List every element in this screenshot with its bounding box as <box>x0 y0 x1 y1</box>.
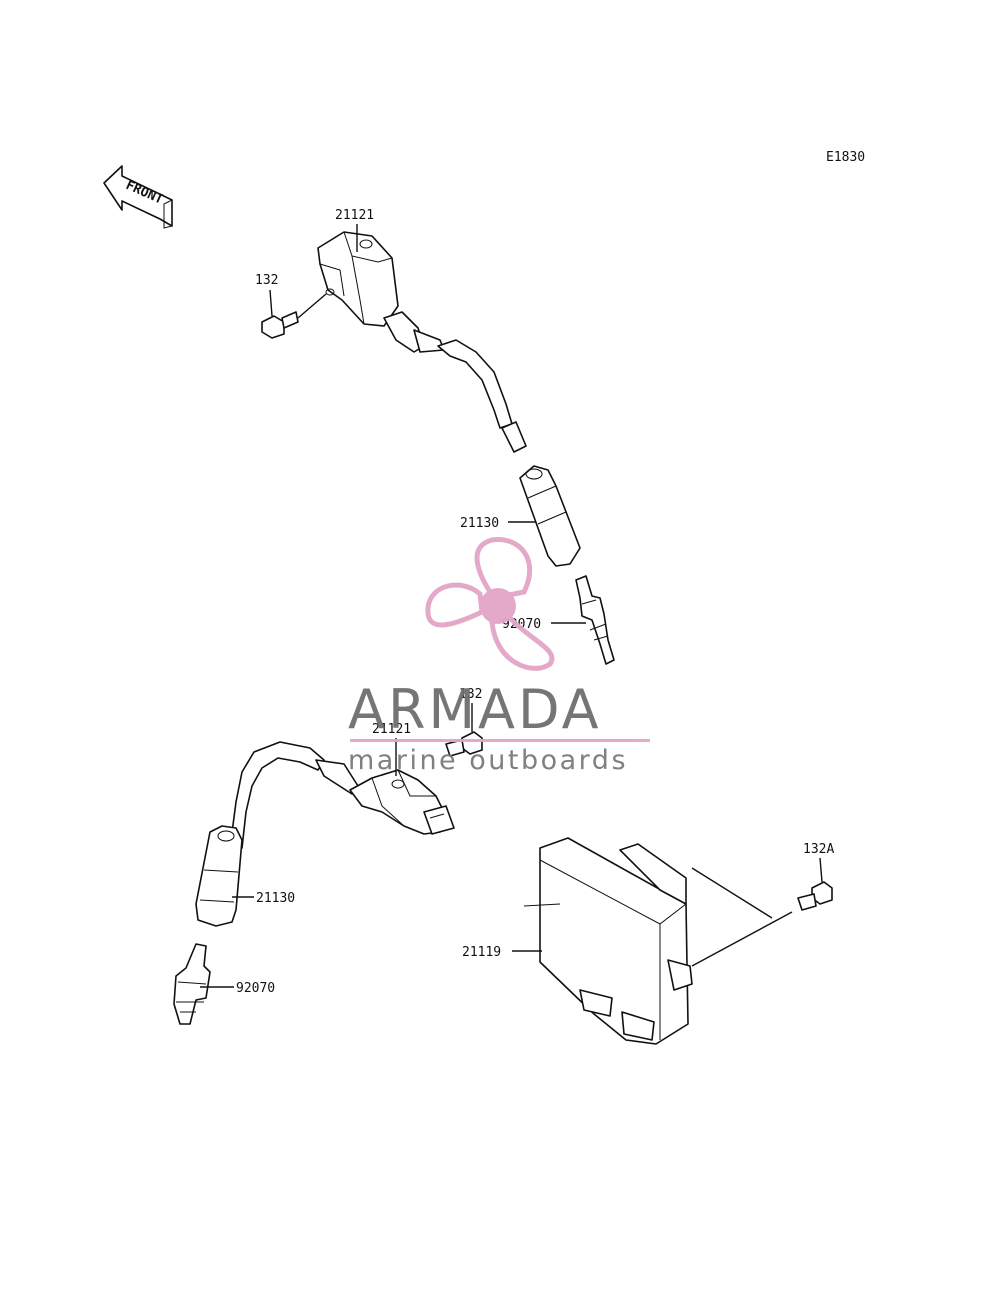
callout-bolt-mid: 132 <box>459 687 482 702</box>
ignition-coil-upper <box>317 231 527 453</box>
callout-coil-upper: 21121 <box>335 208 374 223</box>
callout-cap-upper: 21130 <box>460 516 499 531</box>
bolt-mid <box>445 731 483 757</box>
callout-plug-lower: 92070 <box>236 981 275 996</box>
ignition-coil-lower <box>229 741 455 849</box>
callout-bolt-upper: 132 <box>255 273 278 288</box>
callout-igniter: 21119 <box>462 945 501 960</box>
callout-cap-lower: 21130 <box>256 891 295 906</box>
watermark-tagline: marine outboards <box>348 745 628 776</box>
callout-bolt-igniter: 132A <box>803 842 834 857</box>
armada-watermark: ARMADA marine outboards <box>348 537 650 776</box>
front-arrow-icon: FRONT <box>103 165 173 229</box>
propeller-logo-icon <box>425 537 555 671</box>
diagram-code: E1830 <box>826 150 865 165</box>
callout-coil-lower: 21121 <box>372 722 411 737</box>
spark-plug-lower <box>173 943 211 1025</box>
igniter-unit <box>523 837 693 1045</box>
watermark-brand: ARMADA <box>348 678 602 741</box>
plug-cap-upper <box>519 465 581 567</box>
plug-cap-lower <box>195 825 243 927</box>
bolt-upper <box>261 311 299 339</box>
spark-plug-upper <box>575 575 615 665</box>
bolt-igniter <box>797 881 833 911</box>
